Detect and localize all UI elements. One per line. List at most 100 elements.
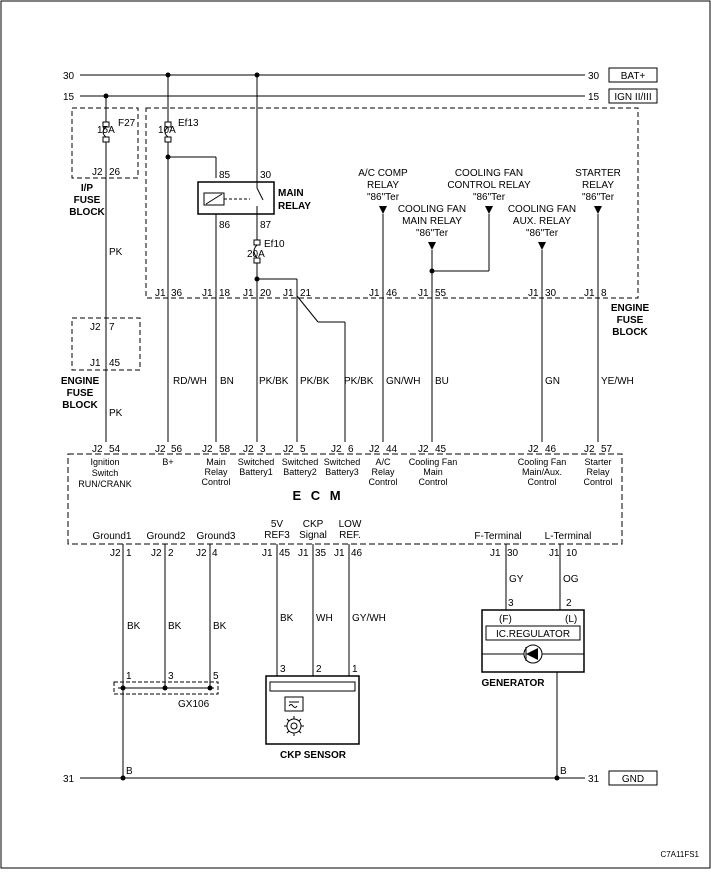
bat-rail-number-right: 30	[588, 71, 600, 82]
ecm-bot-c-2: J2	[151, 548, 162, 559]
ac-comp-relay-line-3: "86"Ter	[367, 192, 400, 203]
splice-gx106: 1 3 5 GX106	[113, 671, 219, 710]
ac-comp-relay-line-2: RELAY	[367, 180, 399, 191]
ecm-bot-c-7: J1	[490, 548, 501, 559]
ecm-top-p-2: 56	[171, 444, 183, 455]
ecm-top-c-3: J2	[202, 444, 213, 455]
ecm-top-p-1: 54	[109, 444, 121, 455]
ckp-sensor-label: CKP SENSOR	[280, 750, 347, 761]
ecm-fn-mrc-2: Relay	[204, 467, 228, 477]
splice-pin-1: 1	[126, 671, 132, 682]
gen-f: (F)	[499, 614, 512, 625]
ecm-top-p-3: 58	[219, 444, 231, 455]
ecm-top-c-1: J2	[92, 444, 103, 455]
ecm-top-c-2: J2	[155, 444, 166, 455]
ecm-ckp-2: Signal	[299, 530, 327, 541]
ecm-top-p-7: 44	[386, 444, 398, 455]
main-relay-pin-86: 86	[219, 220, 231, 231]
ecm-bot-p-8: 10	[566, 548, 578, 559]
engine-fuse-block-box	[145, 107, 639, 299]
fuse-ef13-rating: 10A	[158, 125, 176, 136]
ecm-ground1: Ground1	[93, 531, 132, 542]
ecm-top-c-7: J2	[369, 444, 380, 455]
ign-rail-label: IGN II/III	[614, 92, 651, 103]
wire-pk-2: PK	[109, 408, 123, 419]
ecm-top-p-8: 45	[435, 444, 447, 455]
wire-pk-1: PK	[109, 247, 123, 258]
cf-control-relay-line-1: COOLING FAN	[455, 168, 523, 179]
gen-pin-2: 2	[566, 598, 572, 609]
wire-pkbk-2: PK/BK	[300, 376, 330, 387]
ip-fuse-block-label-1: I/P	[81, 183, 94, 194]
efb-pin-c-6: J1	[418, 288, 429, 299]
fuse-ef13: Ef13 10A	[158, 75, 217, 442]
splice-pin-3: 3	[168, 671, 174, 682]
ckp-sensor: 3 2 1 CKP SENSOR	[265, 664, 360, 761]
bat-rail-label: BAT+	[621, 71, 646, 82]
wire-rdwh: RD/WH	[173, 376, 207, 387]
ecm-top-p-6: 6	[348, 444, 354, 455]
cooling-fan-control-relay-ref: COOLING FAN CONTROL RELAY "86"Ter	[429, 168, 531, 274]
engine-fuse-block-right-label-2: FUSE	[617, 315, 644, 326]
ecm-fn-mrc-3: Control	[201, 477, 230, 487]
ip-conn-pin-26: 26	[109, 167, 121, 178]
fuse-f27-name: F27	[118, 118, 136, 129]
ckp-wires: BK WH GY/WH	[276, 544, 386, 676]
ecm-bottom-pins: J2 1 J2 2 J2 4 J1 45 J1 35 J1 46 J1 30 J…	[110, 548, 578, 559]
wire-wh: WH	[316, 613, 333, 624]
ecm-top-p-9: 46	[545, 444, 557, 455]
ecm-top-pins: J2 54 J2 56 J2 58 J2 3 J2 5 J2 6 J2 44 J…	[92, 444, 613, 455]
wire-gy: GY	[509, 574, 524, 585]
ecm-fn-cfm-2: Main	[423, 467, 443, 477]
ecm-fn-ac-2: Relay	[371, 467, 395, 477]
ecm-bot-c-6: J1	[334, 548, 345, 559]
ecm-lowref-2: REF.	[339, 530, 361, 541]
ac-comp-relay-line-1: A/C COMP	[358, 168, 408, 179]
ecm-ground2: Ground2	[147, 531, 186, 542]
ecm-5v-2: REF3	[264, 530, 290, 541]
gnd-rail-label: GND	[622, 774, 644, 785]
ecm-fn-cfa-3: Control	[527, 477, 556, 487]
ecm-bot-c-3: J2	[196, 548, 207, 559]
ecm-bot-p-5: 35	[315, 548, 327, 559]
wire-pkbk-3: PK/BK	[344, 376, 374, 387]
ecm-top-p-10: 57	[601, 444, 613, 455]
wire-pkbk-1: PK/BK	[259, 376, 289, 387]
fuse-ef10-name: Ef10	[264, 239, 285, 250]
wire-og: OG	[563, 574, 579, 585]
generator-label: GENERATOR	[482, 678, 546, 689]
main-relay-label-1: MAIN	[278, 188, 304, 199]
efb-pin-p-5: 46	[386, 288, 398, 299]
ecm-5v-1: 5V	[271, 519, 284, 530]
ecm-top-c-4: J2	[243, 444, 254, 455]
wire-gnwh: GN/WH	[386, 376, 420, 387]
main-relay-pin-30: 30	[260, 170, 272, 181]
ecm-fn-cfa-1: Cooling Fan	[518, 457, 567, 467]
ecm-top-c-5: J2	[283, 444, 294, 455]
cf-aux-relay-line-1: COOLING FAN	[508, 204, 576, 215]
efb-pin-p-3: 20	[260, 288, 272, 299]
efb-pin-p-4: 21	[300, 288, 312, 299]
ecm-fn-sb2-1: Switched	[282, 457, 319, 467]
efb-pin-c-3: J1	[243, 288, 254, 299]
ecm-fn-ign-3: RUN/CRANK	[78, 479, 132, 489]
gnd-rail-number: 31	[63, 774, 75, 785]
efb-pin-c-1: J1	[155, 288, 166, 299]
efb-pin-p-2: 18	[219, 288, 231, 299]
ac-comp-relay-ref: A/C COMP RELAY "86"Ter	[358, 168, 408, 442]
main-relay-pin-85: 85	[219, 170, 231, 181]
starter-relay-line-1: STARTER	[575, 168, 621, 179]
wire-bk-1: BK	[127, 621, 141, 632]
cooling-fan-aux-relay-ref: COOLING FAN AUX. RELAY "86"Ter	[508, 204, 576, 442]
ecm-bot-p-1: 1	[126, 548, 132, 559]
fuse-ef13-name: Ef13	[178, 118, 199, 129]
engine-fuse-block-left-label-2: FUSE	[67, 388, 94, 399]
ecm-top-p-4: 3	[260, 444, 266, 455]
ef-conn-pin-7: 7	[109, 322, 115, 333]
wire-b-left: B	[126, 766, 133, 777]
wire-bk-2: BK	[168, 621, 182, 632]
ecm-fterm: F-Terminal	[474, 531, 521, 542]
cf-main-relay-line-1: COOLING FAN	[398, 204, 466, 215]
splice-pin-5: 5	[213, 671, 219, 682]
